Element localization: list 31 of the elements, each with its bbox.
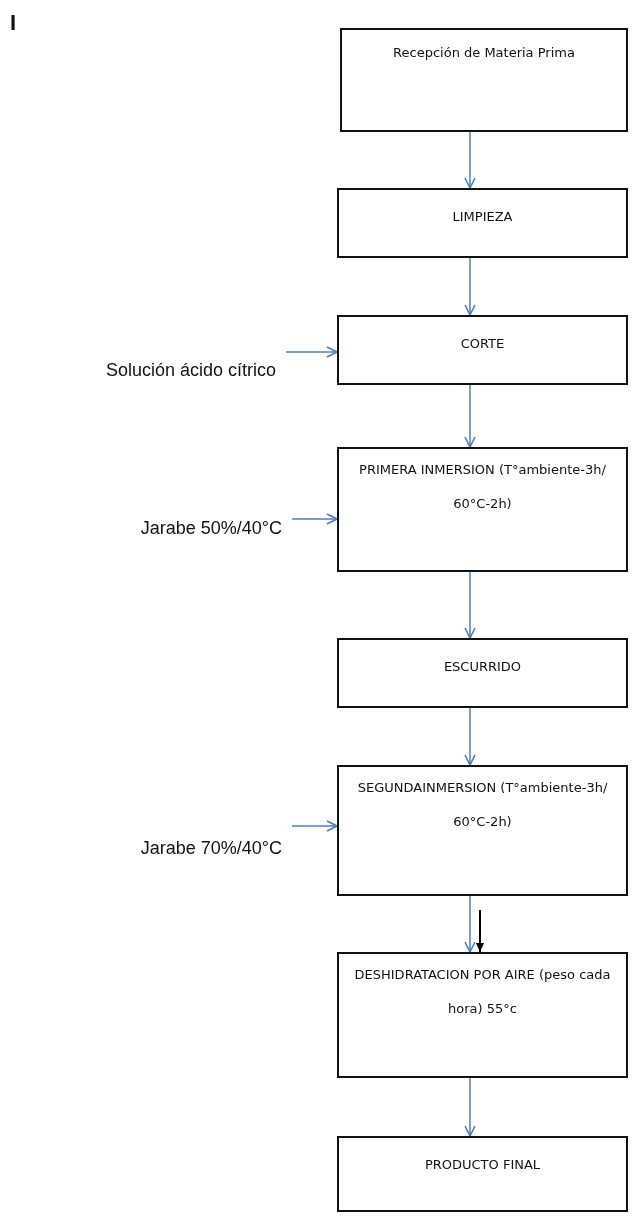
process-box xyxy=(337,1136,628,1212)
arrow xyxy=(464,895,476,953)
process-box xyxy=(337,315,628,385)
arrow xyxy=(464,131,476,189)
arrow xyxy=(464,707,476,766)
step-text: PRIMERA INMERSION (T°ambiente-3h/ 60°C-2h) xyxy=(358,461,607,513)
step-text: Recepción de Materia Prima xyxy=(393,44,575,62)
input-label: Jarabe 70%/40°C xyxy=(30,838,282,859)
arrow xyxy=(291,513,338,525)
input-label: Jarabe 50%/40°C xyxy=(30,518,282,539)
step-text: DESHIDRATACION POR AIRE (peso cada hora) 55°c xyxy=(353,966,612,1018)
step-text: SEGUNDAINMERSION (T°ambiente-3h/ 60°C-2h) xyxy=(356,779,609,831)
step-text: PRODUCTO FINAL xyxy=(424,1156,541,1174)
arrow xyxy=(476,909,484,953)
arrow xyxy=(464,571,476,639)
process-box xyxy=(337,638,628,708)
process-box xyxy=(337,765,628,896)
step-text: LIMPIEZA xyxy=(452,208,513,226)
arrow xyxy=(464,257,476,316)
arrow xyxy=(464,384,476,448)
figure-mark: I xyxy=(10,10,17,36)
process-box xyxy=(337,188,628,258)
arrow xyxy=(464,1077,476,1137)
arrow xyxy=(291,820,338,832)
process-box xyxy=(340,28,628,132)
process-box xyxy=(337,952,628,1078)
input-label: Solución ácido cítrico xyxy=(8,360,276,381)
step-text: ESCURRIDO xyxy=(443,658,522,676)
arrow xyxy=(285,346,338,358)
step-text: CORTE xyxy=(460,335,505,353)
process-box xyxy=(337,447,628,572)
